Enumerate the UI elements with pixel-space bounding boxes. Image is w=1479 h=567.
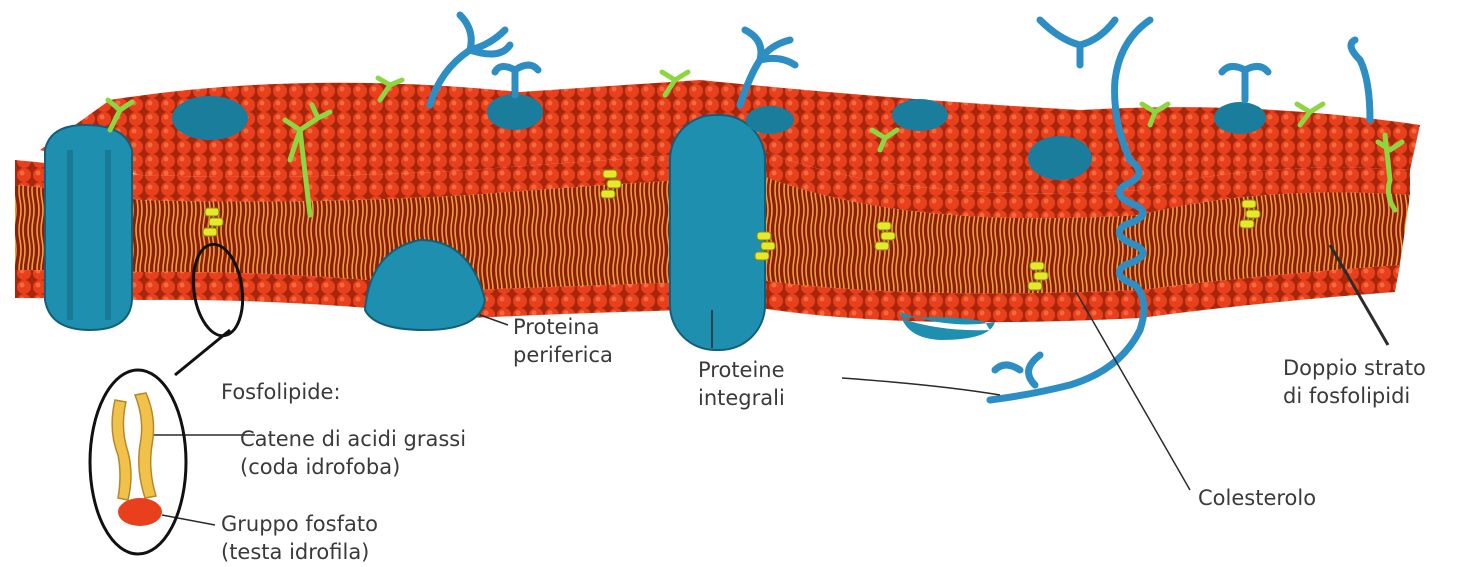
label-colesterolo: Colesterolo	[1198, 484, 1316, 512]
surface-protein-1	[172, 96, 248, 140]
label-line: (testa idrofila)	[221, 538, 378, 566]
label-proteina-periferica: Proteina periferica	[513, 313, 613, 369]
label-line: Catene di acidi grassi	[240, 425, 466, 453]
integral-protein-center	[670, 115, 765, 350]
label-gruppo-fosfato: Gruppo fosfato (testa idrofila)	[221, 510, 378, 566]
label-line: integrali	[698, 384, 785, 412]
surface-protein-4	[892, 99, 948, 131]
label-line: Doppio strato	[1283, 354, 1426, 382]
surface-protein-2	[487, 94, 543, 130]
label-line: (coda idrofoba)	[240, 453, 466, 481]
label-catene: Catene di acidi grassi (coda idrofoba)	[240, 425, 466, 481]
integral-protein-left	[45, 125, 132, 330]
label-proteine-integrali: Proteine integrali	[698, 356, 785, 412]
label-line: Gruppo fosfato	[221, 510, 378, 538]
label-line: Proteine	[698, 356, 785, 384]
label-line: di fosfolipidi	[1283, 382, 1426, 410]
zoom-connector	[175, 330, 230, 375]
label-doppio-strato: Doppio strato di fosfolipidi	[1283, 354, 1426, 410]
surface-protein-6	[1214, 102, 1266, 134]
surface-protein-3	[746, 106, 794, 134]
phospholipid-detail	[112, 393, 162, 526]
label-line: Proteina	[513, 313, 613, 341]
surface-protein-5	[1028, 136, 1092, 180]
label-fosfolipide: Fosfolipide:	[221, 378, 341, 406]
label-line: periferica	[513, 341, 613, 369]
